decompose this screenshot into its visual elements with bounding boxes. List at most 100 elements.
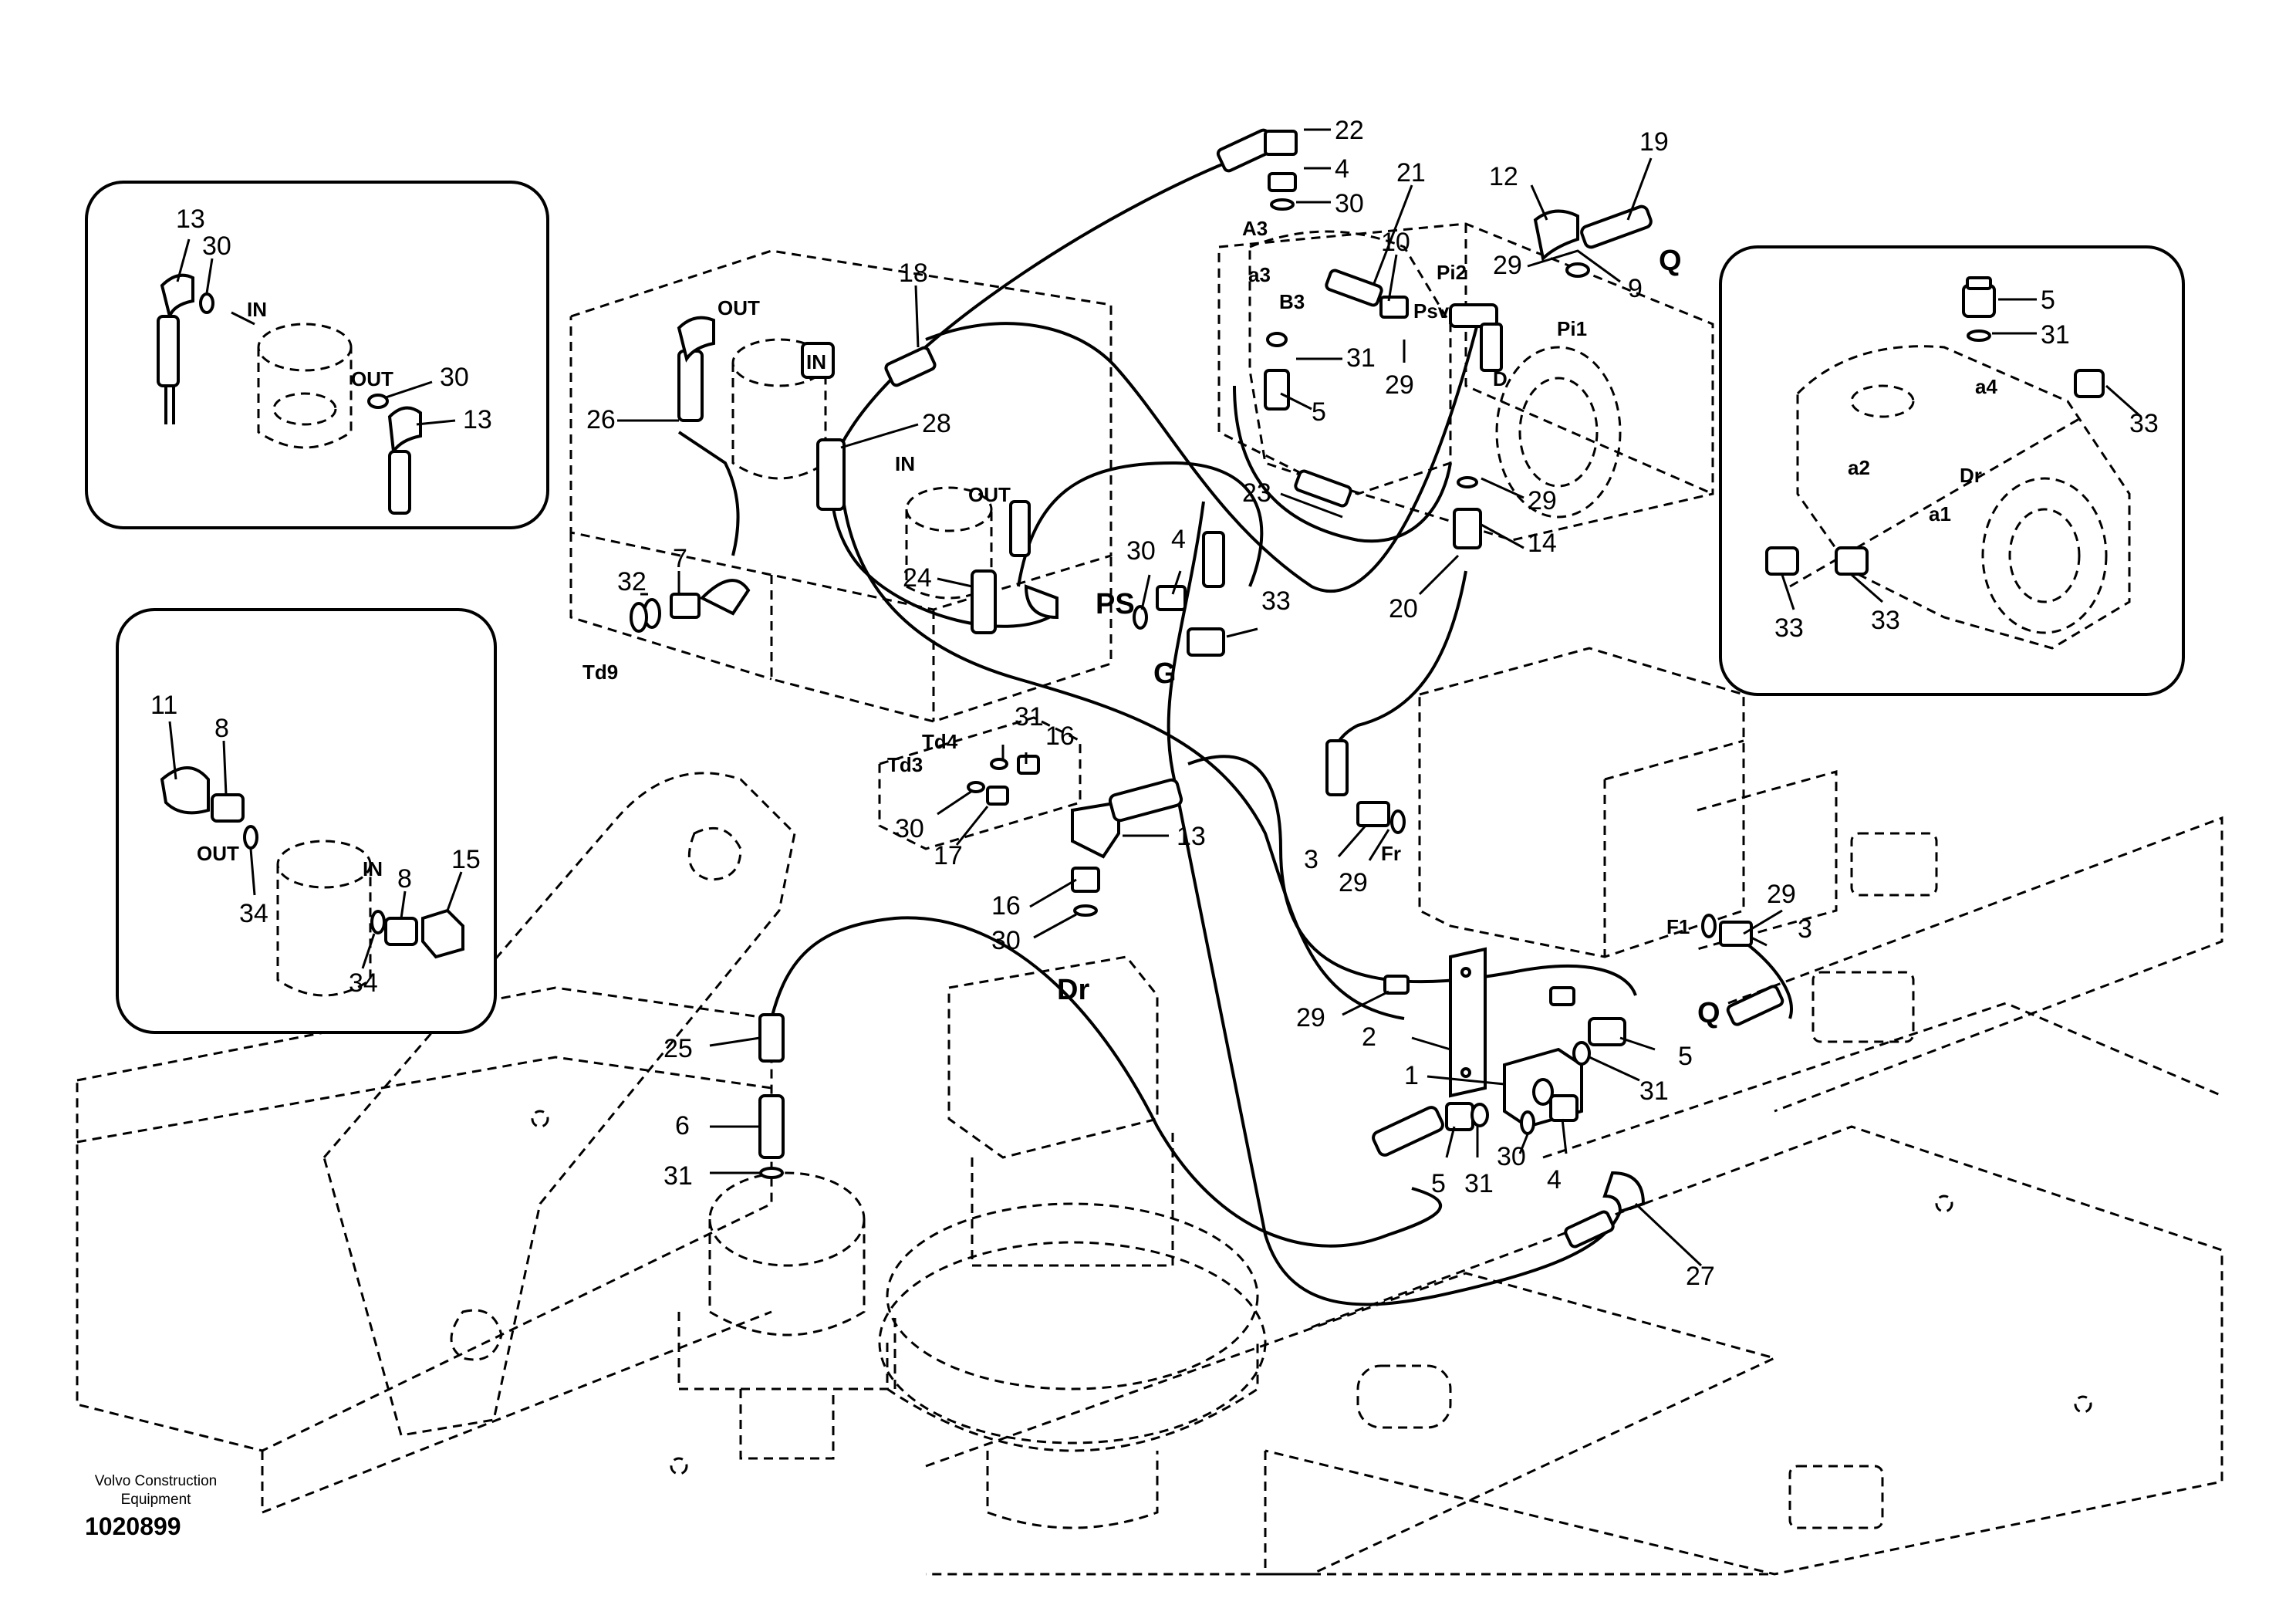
publisher-line-1: Volvo Construction (94, 1473, 218, 1489)
callout-31: 31 (663, 1161, 693, 1191)
callout-19: 19 (1639, 127, 1669, 157)
inset-panel-a (85, 181, 549, 529)
callout-31: 31 (1639, 1076, 1669, 1106)
inset-b-port-label-out: OUT (197, 842, 239, 865)
hose-28[interactable] (839, 478, 1405, 1020)
inset-b-callout-11: 11 (150, 691, 177, 720)
callout-20: 20 (1389, 594, 1418, 623)
callout-5: 5 (1312, 397, 1326, 427)
port-label-a3-lower: a3 (1248, 263, 1271, 286)
hose-24[interactable] (1017, 461, 1264, 587)
callout-4: 4 (1171, 525, 1186, 554)
callout-21: 21 (1396, 158, 1426, 188)
callout-numbers: 22 4 30 21 10 12 19 29 9 18 31 29 5 28 2… (150, 116, 2159, 1291)
callout-13: 13 (1177, 822, 1206, 851)
port-label-out: OUT (968, 483, 1011, 506)
structure-outlines (76, 222, 2223, 1576)
port-label-q: Q (1659, 245, 1682, 277)
callout-1: 1 (1404, 1061, 1419, 1090)
fittings (630, 128, 1784, 1249)
inset-c-port-label-dr: Dr (1960, 464, 1982, 487)
callout-22: 22 (1335, 116, 1364, 145)
port-label-in: IN (806, 350, 826, 373)
callout-32: 32 (617, 567, 647, 596)
callout-29: 29 (1296, 1003, 1325, 1032)
inset-a-callout-30: 30 (440, 363, 469, 392)
inset-c-callout-33: 33 (2129, 409, 2159, 438)
port-label-g: G (1153, 657, 1177, 690)
drawing-number: 1020899 (85, 1512, 181, 1540)
port-label-q: Q (1697, 997, 1720, 1029)
hose-25[interactable] (770, 916, 1442, 1248)
callout-5: 5 (1678, 1042, 1693, 1071)
callout-29: 29 (1339, 868, 1368, 897)
callout-27: 27 (1686, 1262, 1715, 1291)
callout-30: 30 (895, 814, 924, 843)
callout-30: 30 (1335, 189, 1364, 218)
callout-10: 10 (1381, 228, 1410, 257)
callout-29: 29 (1528, 486, 1557, 515)
hose-23[interactable] (1233, 385, 1452, 543)
inset-panel-b (116, 608, 497, 1034)
callout-26: 26 (586, 405, 616, 434)
callout-16: 16 (991, 891, 1021, 921)
port-label-td4: Td4 (922, 730, 958, 753)
port-label-out: OUT (718, 296, 760, 319)
hose-27[interactable] (1167, 501, 1622, 1306)
callout-12: 12 (1489, 162, 1518, 191)
port-label-d: D (1493, 367, 1508, 390)
callout-3: 3 (1304, 845, 1319, 874)
callout-6: 6 (675, 1111, 690, 1140)
hose-3-right[interactable] (1742, 940, 1793, 1019)
publisher-line-2: Equipment (120, 1492, 191, 1508)
callout-30: 30 (1497, 1142, 1526, 1171)
inset-c-port-label-a4: a4 (1975, 375, 1997, 398)
callout-9: 9 (1628, 274, 1643, 303)
inset-c-callout-31: 31 (2041, 320, 2070, 350)
inset-b-port-label-in: IN (363, 857, 383, 880)
hose-13-main[interactable] (1187, 755, 1637, 996)
port-label-in: IN (895, 452, 915, 475)
callout-31: 31 (1464, 1169, 1494, 1198)
callout-23: 23 (1242, 478, 1271, 508)
callout-30: 30 (1126, 536, 1156, 566)
callout-14: 14 (1528, 529, 1557, 558)
port-label-pi1: Pi1 (1557, 317, 1587, 340)
port-label-td3: Td3 (887, 753, 923, 776)
port-label-fr: Fr (1381, 842, 1401, 865)
callout-7: 7 (673, 544, 687, 573)
callout-24: 24 (903, 563, 932, 593)
callout-25: 25 (663, 1034, 693, 1063)
callout-4: 4 (1547, 1165, 1562, 1195)
inset-b-callout-8: 8 (397, 864, 412, 894)
port-label-psv: Psv (1413, 299, 1450, 323)
inset-a-port-label-out: OUT (351, 367, 393, 390)
inset-a-callout-30: 30 (202, 231, 231, 261)
inset-b-callout-8: 8 (214, 714, 229, 743)
port-label-ps: PS (1096, 588, 1135, 620)
hose-26[interactable] (677, 431, 740, 556)
inset-b-callout-15: 15 (451, 845, 481, 874)
callout-31: 31 (1015, 702, 1044, 732)
leader-lines (617, 128, 1783, 1267)
callout-30: 30 (991, 926, 1021, 955)
inset-c-callout-33: 33 (1774, 613, 1804, 643)
inset-c-callout-5: 5 (2041, 286, 2055, 315)
port-label-dr: Dr (1057, 974, 1089, 1006)
inset-panel-c (1719, 245, 2185, 696)
port-label-b3: B3 (1279, 290, 1305, 313)
callout-17: 17 (934, 841, 963, 870)
port-label-td9: Td9 (582, 661, 618, 684)
callout-18: 18 (899, 259, 928, 288)
hose-18[interactable] (925, 308, 1483, 593)
callout-2: 2 (1362, 1022, 1376, 1052)
inset-a-port-label-in: IN (247, 298, 267, 321)
callout-5: 5 (1431, 1169, 1446, 1198)
port-label-a3: A3 (1242, 217, 1268, 240)
callout-28: 28 (922, 409, 951, 438)
inset-a-callout-13: 13 (463, 405, 492, 434)
callout-29: 29 (1385, 370, 1414, 400)
callout-4: 4 (1335, 154, 1349, 184)
port-label-pi2: Pi2 (1437, 261, 1467, 284)
callout-3: 3 (1798, 914, 1812, 944)
